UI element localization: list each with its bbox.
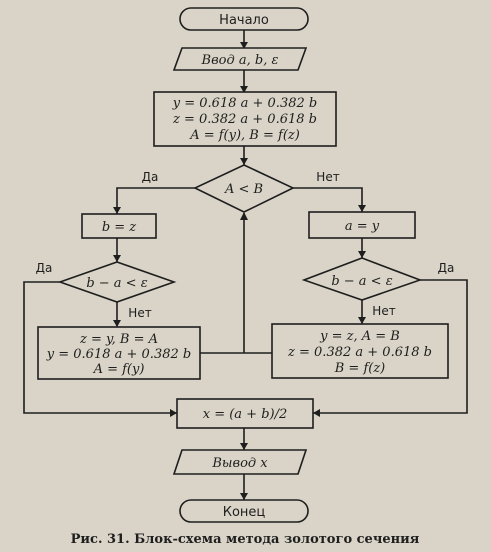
init-line-1: y = 0.618 a + 0.382 b — [172, 96, 317, 111]
right-update-line-2: z = 0.382 a + 0.618 b — [287, 345, 432, 360]
figure-caption: Рис. 31. Блок-схема метода золотого сече… — [71, 532, 420, 547]
left-update-line-3: A = f(y) — [93, 362, 145, 377]
left-update-line-1: z = y, B = A — [79, 332, 158, 347]
left-eps-no-label: Нет — [128, 306, 151, 320]
end-label: Конец — [223, 505, 266, 520]
right-eps-label: b − a < ε — [331, 274, 392, 289]
right-eps-no-label: Нет — [372, 304, 395, 318]
left-update-line-2: y = 0.618 a + 0.382 b — [46, 347, 191, 362]
start-label: Начало — [219, 13, 269, 28]
input-block — [172, 47, 308, 71]
main-decision — [193, 164, 295, 213]
left-eps-label: b − a < ε — [86, 276, 147, 291]
left-eps-decision — [57, 261, 177, 303]
output-block — [172, 449, 308, 475]
init-line-3: A = f(y), B = f(z) — [189, 128, 300, 143]
connectors — [23, 30, 468, 500]
input-label: Ввод a, b, ε — [201, 53, 279, 68]
right-eps-decision — [301, 257, 423, 301]
right-update-line-3: B = f(z) — [334, 361, 386, 376]
right-assign-block — [308, 211, 416, 239]
left-update-block — [37, 326, 201, 380]
main-no-label: Нет — [316, 170, 339, 184]
left-eps-yes-label: Да — [36, 261, 53, 275]
init-block — [153, 91, 337, 147]
right-eps-yes-label: Да — [438, 261, 455, 275]
main-decision-label: A < B — [224, 182, 263, 197]
left-assign-block — [81, 213, 157, 239]
right-update-line-1: y = z, A = B — [319, 329, 400, 344]
right-update-block — [271, 323, 449, 379]
init-line-2: z = 0.382 a + 0.618 b — [172, 112, 317, 127]
left-assign-label: b = z — [102, 220, 136, 235]
right-assign-label: a = y — [345, 219, 380, 234]
result-label: x = (a + b)/2 — [203, 407, 288, 422]
arrowheads — [113, 42, 366, 500]
result-block — [176, 398, 314, 429]
end-terminator — [179, 499, 309, 523]
main-yes-label: Да — [142, 170, 159, 184]
start-terminator — [179, 7, 309, 31]
output-label: Вывод x — [211, 456, 268, 471]
